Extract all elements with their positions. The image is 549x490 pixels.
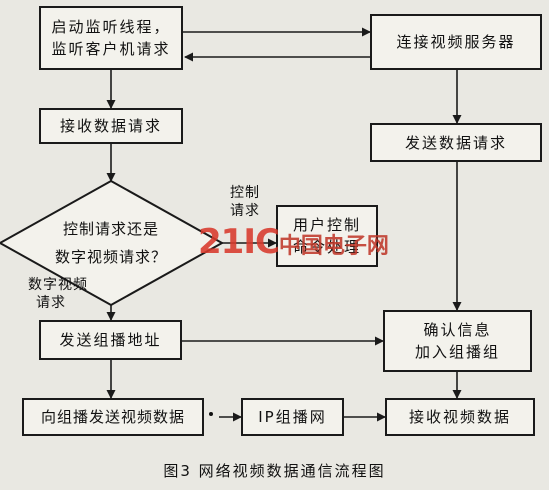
decision-line-1: 控制请求还是 <box>62 220 159 238</box>
decision-diamond <box>0 179 225 307</box>
decision-line-2: 数字视频请求？ <box>54 248 167 266</box>
dot-mark <box>209 412 213 416</box>
decision-text: 控制请求还是 数字视频请求？ <box>30 215 192 271</box>
node-user-control: 用户控制 命令处理 <box>276 205 378 267</box>
label-control-request-line-1: 控制 <box>230 185 260 201</box>
node-ip-multicast-label: IP组播网 <box>258 408 327 426</box>
node-user-control-line-2: 命令处理 <box>292 238 361 256</box>
watermark-sub: 中国电子网 <box>278 234 389 259</box>
watermark-text: 21IC <box>198 222 280 262</box>
node-start-line-2: 监听客户机请求 <box>51 40 171 58</box>
node-send-multicast-label: 发送组播地址 <box>59 331 162 349</box>
node-start: 启动监听线程， 监听客户机请求 <box>39 6 183 70</box>
node-receive-video-label: 接收视频数据 <box>408 408 511 426</box>
node-receive-request-label: 接收数据请求 <box>59 117 162 135</box>
label-digital-video-line-1: 数字视频 <box>28 277 88 293</box>
node-connect-video-server: 连接视频服务器 <box>370 14 542 70</box>
label-control-request-line-2: 请求 <box>230 203 260 219</box>
node-confirm-line-1: 确认信息 <box>423 321 492 339</box>
figure-caption: 图3 网络视频数据通信流程图 <box>163 462 386 480</box>
site-watermark-logo: 21IC中国电子网 <box>198 222 389 262</box>
node-receive-request: 接收数据请求 <box>39 108 183 144</box>
node-start-line-1: 启动监听线程， <box>51 18 171 36</box>
node-receive-video-data: 接收视频数据 <box>385 398 535 436</box>
label-digital-video-request: 数字视频 请求 <box>28 276 88 312</box>
node-user-control-line-1: 用户控制 <box>292 216 361 234</box>
node-send-video-data: 向组播发送视频数据 <box>22 398 204 436</box>
label-digital-video-line-2: 请求 <box>36 295 66 311</box>
node-confirm-join: 确认信息 加入组播组 <box>383 310 532 372</box>
node-send-multicast-address: 发送组播地址 <box>39 320 182 360</box>
node-confirm-line-2: 加入组播组 <box>414 343 500 361</box>
node-send-request: 发送数据请求 <box>370 123 542 162</box>
node-send-video-label: 向组播发送视频数据 <box>40 408 185 426</box>
node-connect-label: 连接视频服务器 <box>396 33 516 51</box>
label-control-request: 控制 请求 <box>230 184 260 220</box>
node-send-request-label: 发送数据请求 <box>404 133 507 152</box>
node-ip-multicast-network: IP组播网 <box>241 398 344 436</box>
